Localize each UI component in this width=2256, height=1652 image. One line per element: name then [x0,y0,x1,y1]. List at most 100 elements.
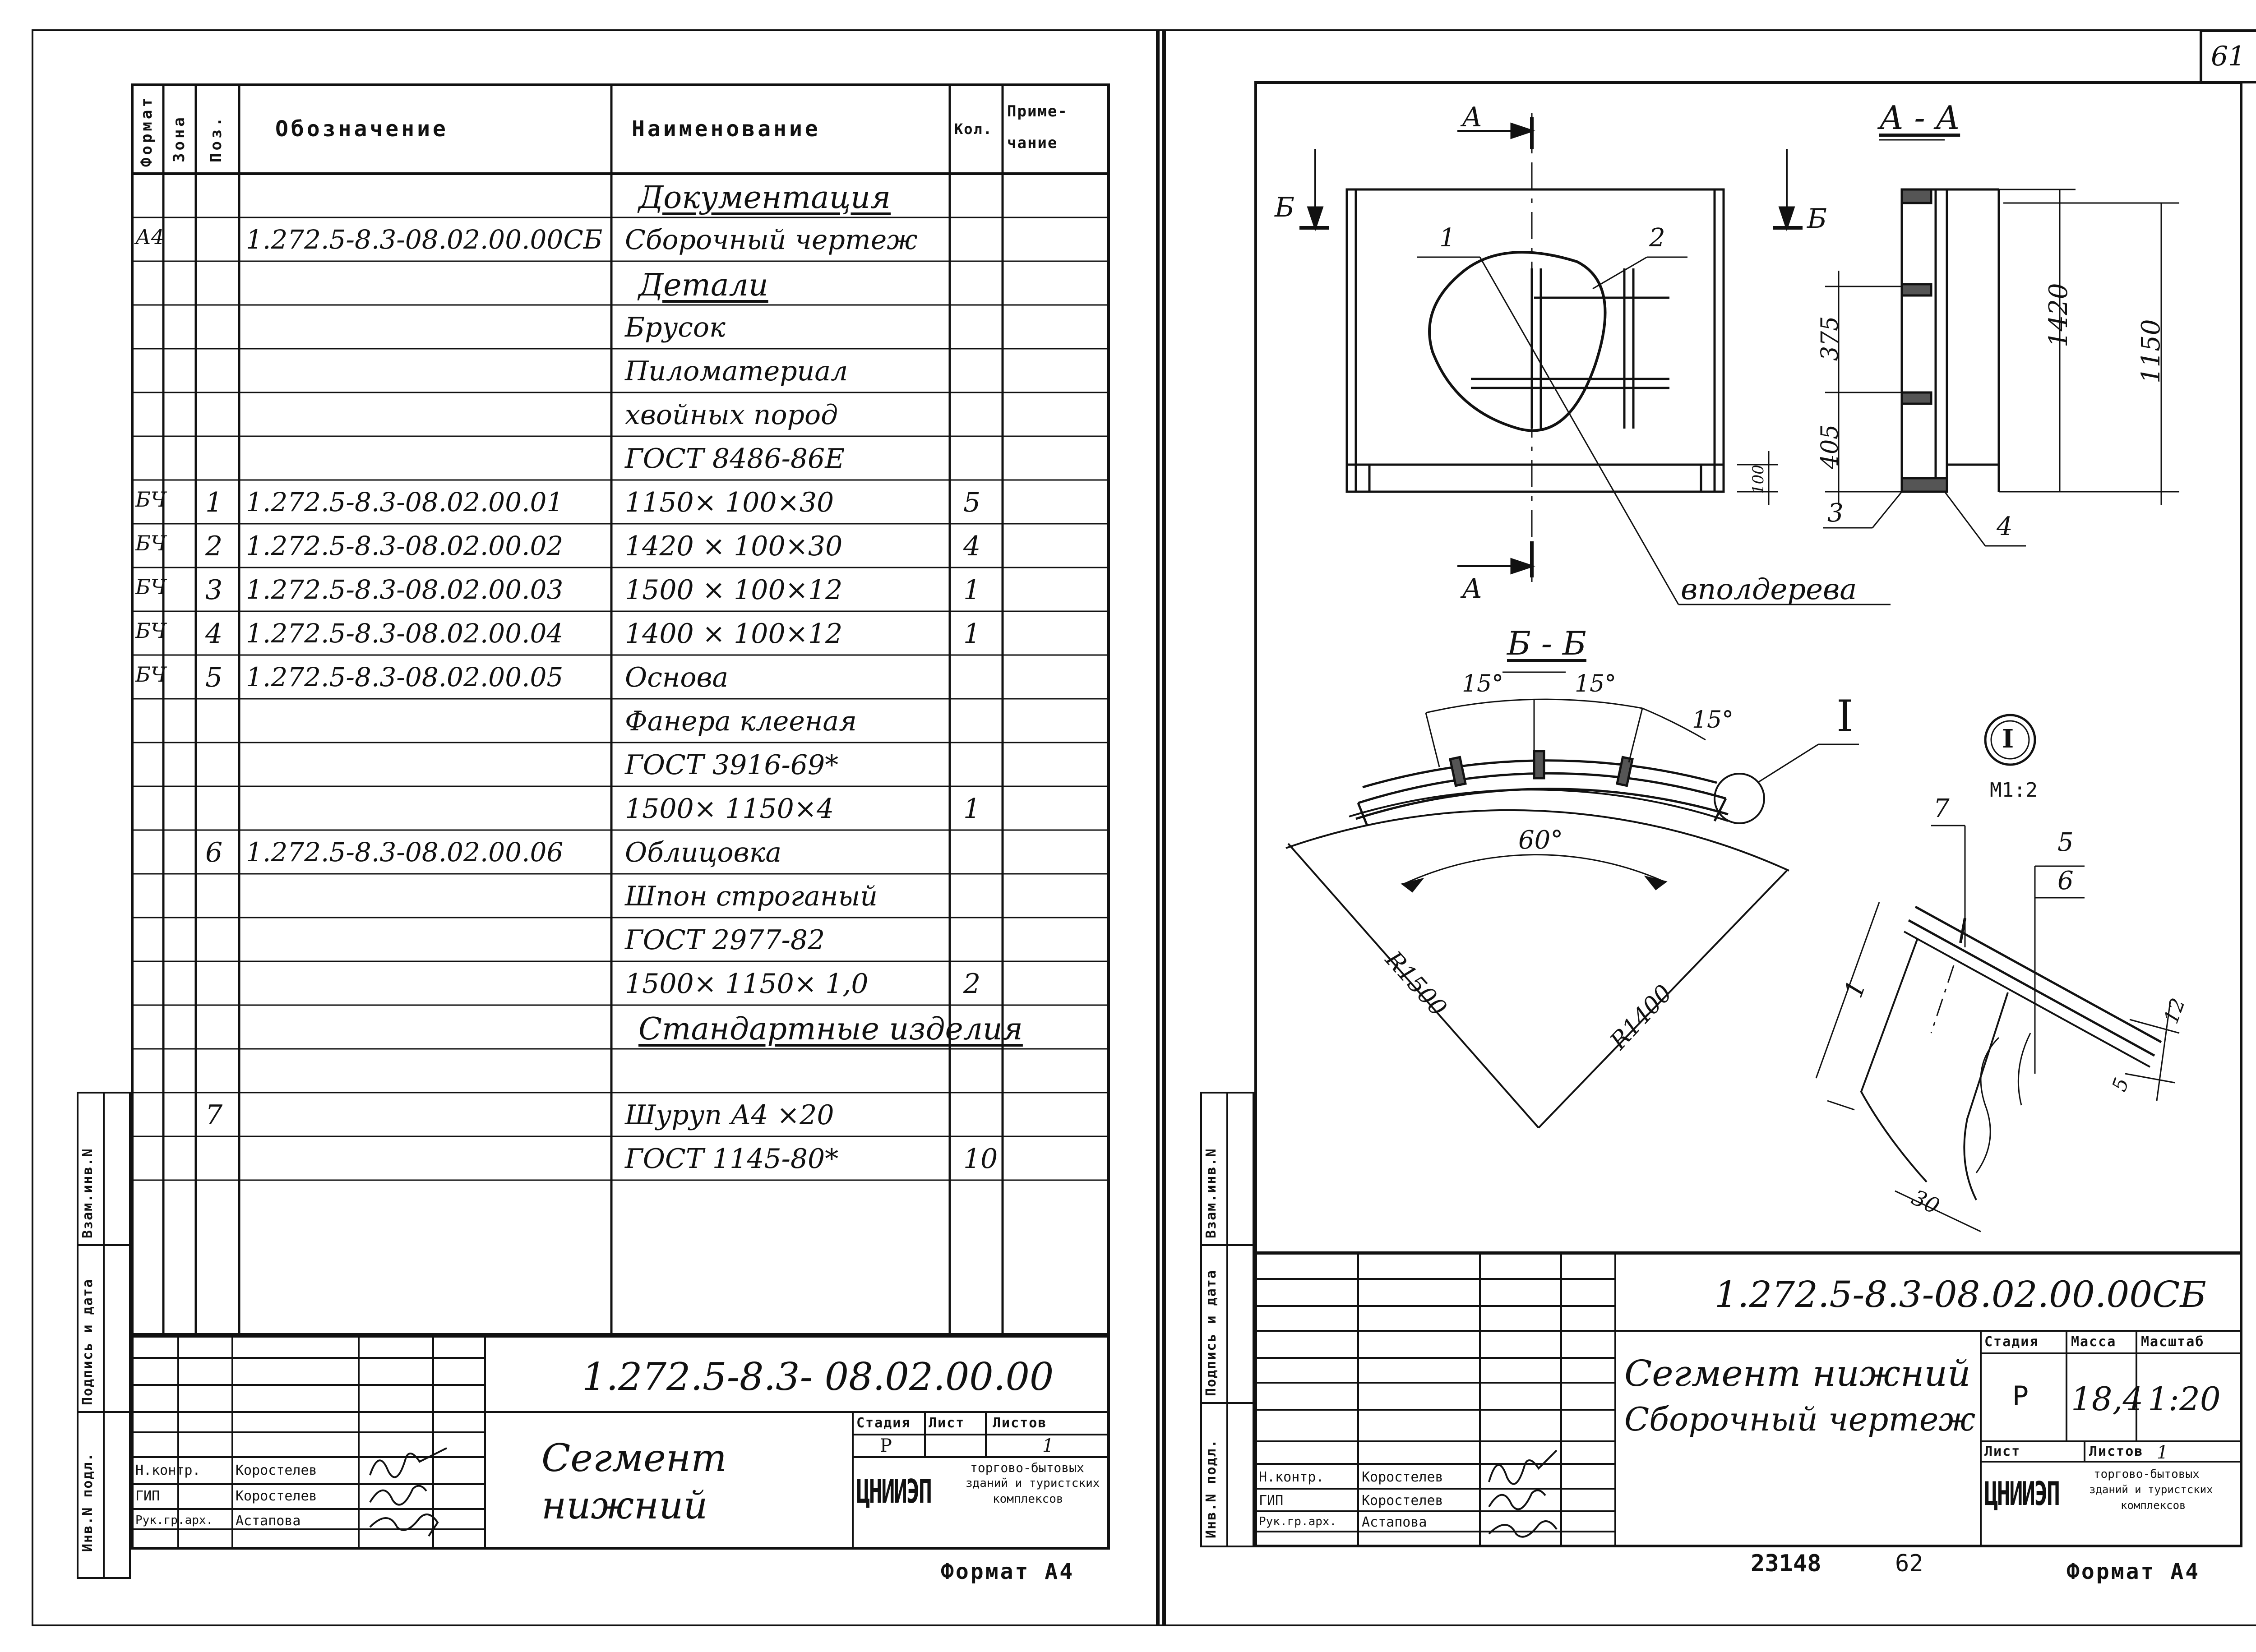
spec-cell-pos: 1 [205,487,223,518]
spec-cell-format: А4 [135,225,165,249]
callout-3: 3 [1827,498,1844,528]
left-title-1: Сегмент [541,1436,727,1480]
spec-cell-format: БЧ [135,618,167,643]
spec-cell-name: Пиломатериал [625,355,848,387]
spec-cell-designation: 1.272.5-8.3-08.02.00.06 [246,837,564,868]
spec-cell-name: 1500× 1150× 1,0 [625,968,869,1000]
header-note-2: чание [1007,134,1058,152]
spec-cell-designation: 1.272.5-8.3-08.02.00.04 [246,618,564,649]
left-sheet-border [32,29,1164,1626]
callout-1: 1 [1439,223,1456,253]
right-org-1: торгово-бытовых [2094,1467,2200,1481]
spec-cell-qty: 4 [963,531,981,562]
left-name-1: Коростелев [236,1463,317,1478]
right-scale-label: Масштаб [2141,1334,2205,1350]
right-mass: 18,4 [2071,1380,2144,1418]
detail-circle-mark: I [2002,724,2014,754]
spec-cell-designation: 1.272.5-8.3-08.02.00.00СБ [246,224,603,255]
spec-cell-qty: 1 [963,618,981,650]
spec-cell-name: Шуруп А4 ×20 [625,1099,834,1131]
note-vpoldereva: вполдерева [1681,573,1857,606]
left-format-label: Формат А4 [941,1559,1075,1584]
header-note-1: Приме- [1007,102,1068,120]
spec-cell-format: БЧ [135,575,167,599]
right-sheet-border [1164,29,2256,1626]
right-sheets: 1 [2157,1442,2168,1463]
left-sheets: 1 [1042,1435,1054,1456]
spec-cell-name: ГОСТ 2977-82 [625,924,825,956]
spec-cell-designation: 1.272.5-8.3-08.02.00.05 [246,662,564,692]
left-name-3: Астапова [236,1513,301,1529]
spec-cell-name: Шпон строганый [625,881,878,912]
sheet-number: 61 [2211,41,2246,72]
left-title-block [131,1333,1110,1550]
spec-table-border [131,83,1110,1338]
spec-cell-pos: 4 [205,618,223,650]
left-org-2: зданий и туристских [966,1477,1100,1490]
right-stage: Р [2012,1380,2029,1412]
right-name-3: Астапова [1362,1514,1427,1530]
left-org-1: торгово-бытовых [970,1460,1084,1475]
spec-cell-designation: 1.272.5-8.3-08.02.00.02 [246,531,564,561]
angle-15-b: 15° [1575,670,1617,697]
spec-cell-format: БЧ [135,662,167,687]
left-org-3: комплексов [993,1492,1063,1506]
detail-scale: М1:2 [1990,779,2038,802]
right-org-2: зданий и туристских [2089,1483,2213,1496]
right-name-2: Коростелев [1362,1493,1443,1509]
right-scale: 1:20 [2148,1380,2221,1418]
header-designation: Обозначение [275,116,448,142]
callout-2: 2 [1649,223,1665,253]
right-org-logo: ЦНИИЭП [1984,1475,2060,1513]
spec-cell-name: Фанера клееная [625,706,857,737]
spec-cell-qty: 5 [963,487,981,518]
callout-4: 4 [1997,512,2013,541]
callout-7: 7 [1933,794,1950,823]
sheet-divider [1156,29,1160,1626]
spec-cell-name: Облицовка [625,837,782,868]
spec-cell-name: Документация [638,180,891,216]
right-title-1: Сегмент нижний [1624,1352,1971,1394]
right-role-3: Рук.гр.арх. [1259,1515,1337,1528]
spec-cell-pos: 3 [205,574,223,606]
spec-cell-qty: 10 [963,1143,998,1175]
spec-cell-name: хвойных пород [625,399,838,431]
spec-cell-designation: 1.272.5-8.3-08.02.00.03 [246,574,564,605]
spec-cell-name: Брусок [625,312,726,343]
left-stage-label: Стадия [856,1415,911,1431]
spec-cell-qty: 2 [963,968,981,1000]
page-number: 62 [1895,1550,1923,1577]
detail-mark: I [1836,691,1854,742]
spec-cell-name: Сборочный чертеж [625,224,918,256]
left-name-2: Коростелев [236,1488,317,1504]
spec-cell-name: Стандартные изделия [638,1011,1023,1047]
spec-cell-name: 1500× 1150×4 [625,793,834,825]
spec-cell-qty: 1 [963,793,981,825]
angle-15-a: 15° [1462,670,1504,697]
header-name: Наименование [632,116,821,142]
left-sheets-label: Листов [993,1415,1047,1431]
spec-cell-name: ГОСТ 8486-86Е [625,443,845,475]
left-role-1: Н.контр. [135,1463,201,1478]
right-sheets-label: Листов [2089,1444,2144,1459]
right-mass-label: Масса [2071,1334,2117,1350]
spec-cell-format: БЧ [135,487,167,512]
left-stage: Р [880,1435,892,1456]
cut-b-right: Б [1807,203,1827,235]
spec-cell-name: ГОСТ 1145-80* [625,1143,839,1175]
callout-6: 6 [2057,866,2074,895]
spec-cell-pos: 7 [205,1099,223,1131]
spec-cell-name: 1400 × 100×12 [625,618,843,650]
right-sheet-label: Лист [1984,1444,2021,1459]
right-org-3: комплексов [2121,1499,2186,1512]
spec-cell-name: 1420 × 100×30 [625,531,843,562]
header-qty: Кол. [954,120,993,138]
right-doc-code: 1.272.5-8.3-08.02.00.00СБ [1715,1274,2207,1315]
